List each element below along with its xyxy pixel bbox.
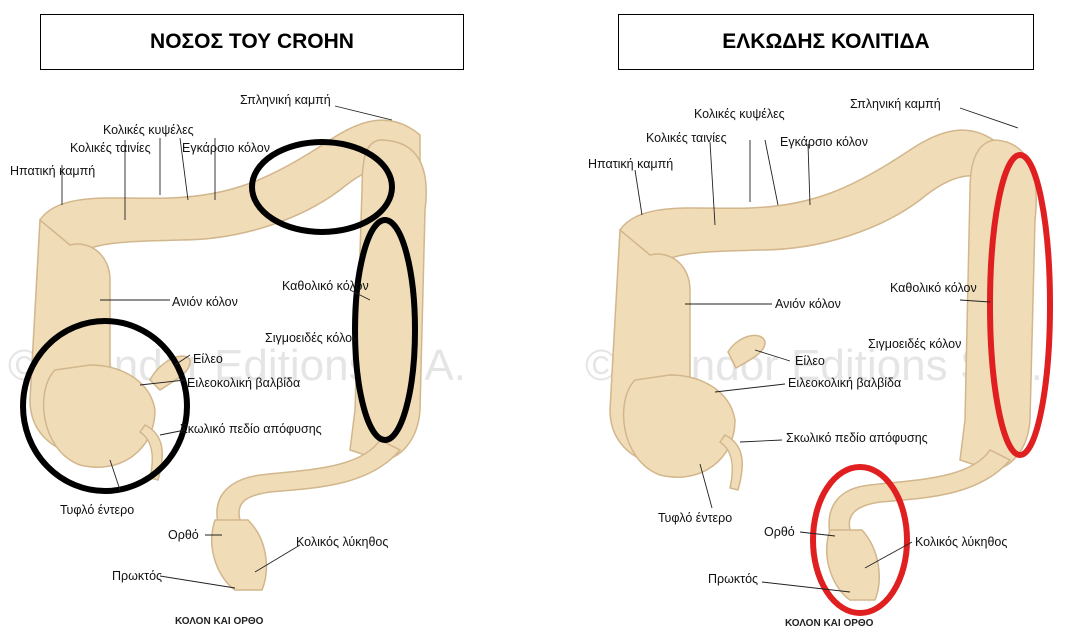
colon-illustration: © Mendor Editions S.A. — [550, 80, 1070, 634]
label-splenic-flexure: Σπληνική καμπή — [240, 93, 331, 107]
label-transverse: Εγκάρσιο κόλον — [182, 141, 270, 155]
label-ileocecal-valve: Ειλεοκολική βαλβίδα — [187, 376, 300, 390]
label-anus: Πρωκτός — [112, 569, 162, 583]
label-rectum: Ορθό — [764, 525, 795, 539]
label-anus: Πρωκτός — [708, 572, 758, 586]
figure-caption: ΚΟΛΟΝ ΚΑΙ ΟΡΘΟ — [175, 616, 264, 627]
label-haustra: Κολικές κυψέλες — [694, 107, 785, 121]
label-hepatic-flexure: Ηπατική καμπή — [588, 157, 673, 171]
label-ileocecal-valve: Ειλεοκολική βαλβίδα — [788, 376, 901, 390]
label-descending: Καθολικό κόλον — [282, 279, 369, 293]
label-ascending: Ανιόν κόλον — [172, 295, 238, 309]
label-sigmoid: Σιγμοειδές κόλον — [265, 331, 358, 345]
ulcerative-colitis-panel: ΕΛΚΩΔΗΣ ΚΟΛΙΤΙΔΑ © Mendor Editions S.A. — [550, 0, 1070, 634]
label-cecum: Τυφλό έντερο — [60, 503, 134, 517]
label-rectum: Ορθό — [168, 528, 199, 542]
label-haustra: Κολικές κυψέλες — [103, 123, 194, 137]
label-appendix: Σκωλικό πεδίο απόφυσης — [180, 422, 322, 436]
label-ascending: Ανιόν κόλον — [775, 297, 841, 311]
label-ileum: Είλεο — [193, 352, 223, 366]
label-taeniae: Κολικές ταινίες — [646, 131, 727, 145]
label-splenic-flexure: Σπληνική καμπή — [850, 97, 941, 111]
label-anal-canal: Κολικός λύκηθος — [915, 535, 1007, 549]
label-transverse: Εγκάρσιο κόλον — [780, 135, 868, 149]
label-taeniae: Κολικές ταινίες — [70, 141, 151, 155]
label-anal-canal: Κολικός λύκηθος — [296, 535, 388, 549]
panel-title: ΝΟΣΟΣ ΤΟΥ CROHN — [40, 14, 464, 70]
label-cecum: Τυφλό έντερο — [658, 511, 732, 525]
crohn-panel: ΝΟΣΟΣ ΤΟΥ CROHN © Mendor Editions S.A. — [0, 0, 520, 634]
label-hepatic-flexure: Ηπατική καμπή — [10, 164, 95, 178]
label-appendix: Σκωλικό πεδίο απόφυσης — [786, 431, 928, 445]
panel-title: ΕΛΚΩΔΗΣ ΚΟΛΙΤΙΔΑ — [618, 14, 1034, 70]
label-sigmoid: Σιγμοειδές κόλον — [868, 337, 961, 351]
label-descending: Καθολικό κόλον — [890, 281, 977, 295]
figure-caption: ΚΟΛΟΝ ΚΑΙ ΟΡΘΟ — [785, 618, 874, 629]
label-ileum: Είλεο — [795, 354, 825, 368]
colon-illustration: © Mendor Editions S.A. — [0, 80, 520, 634]
